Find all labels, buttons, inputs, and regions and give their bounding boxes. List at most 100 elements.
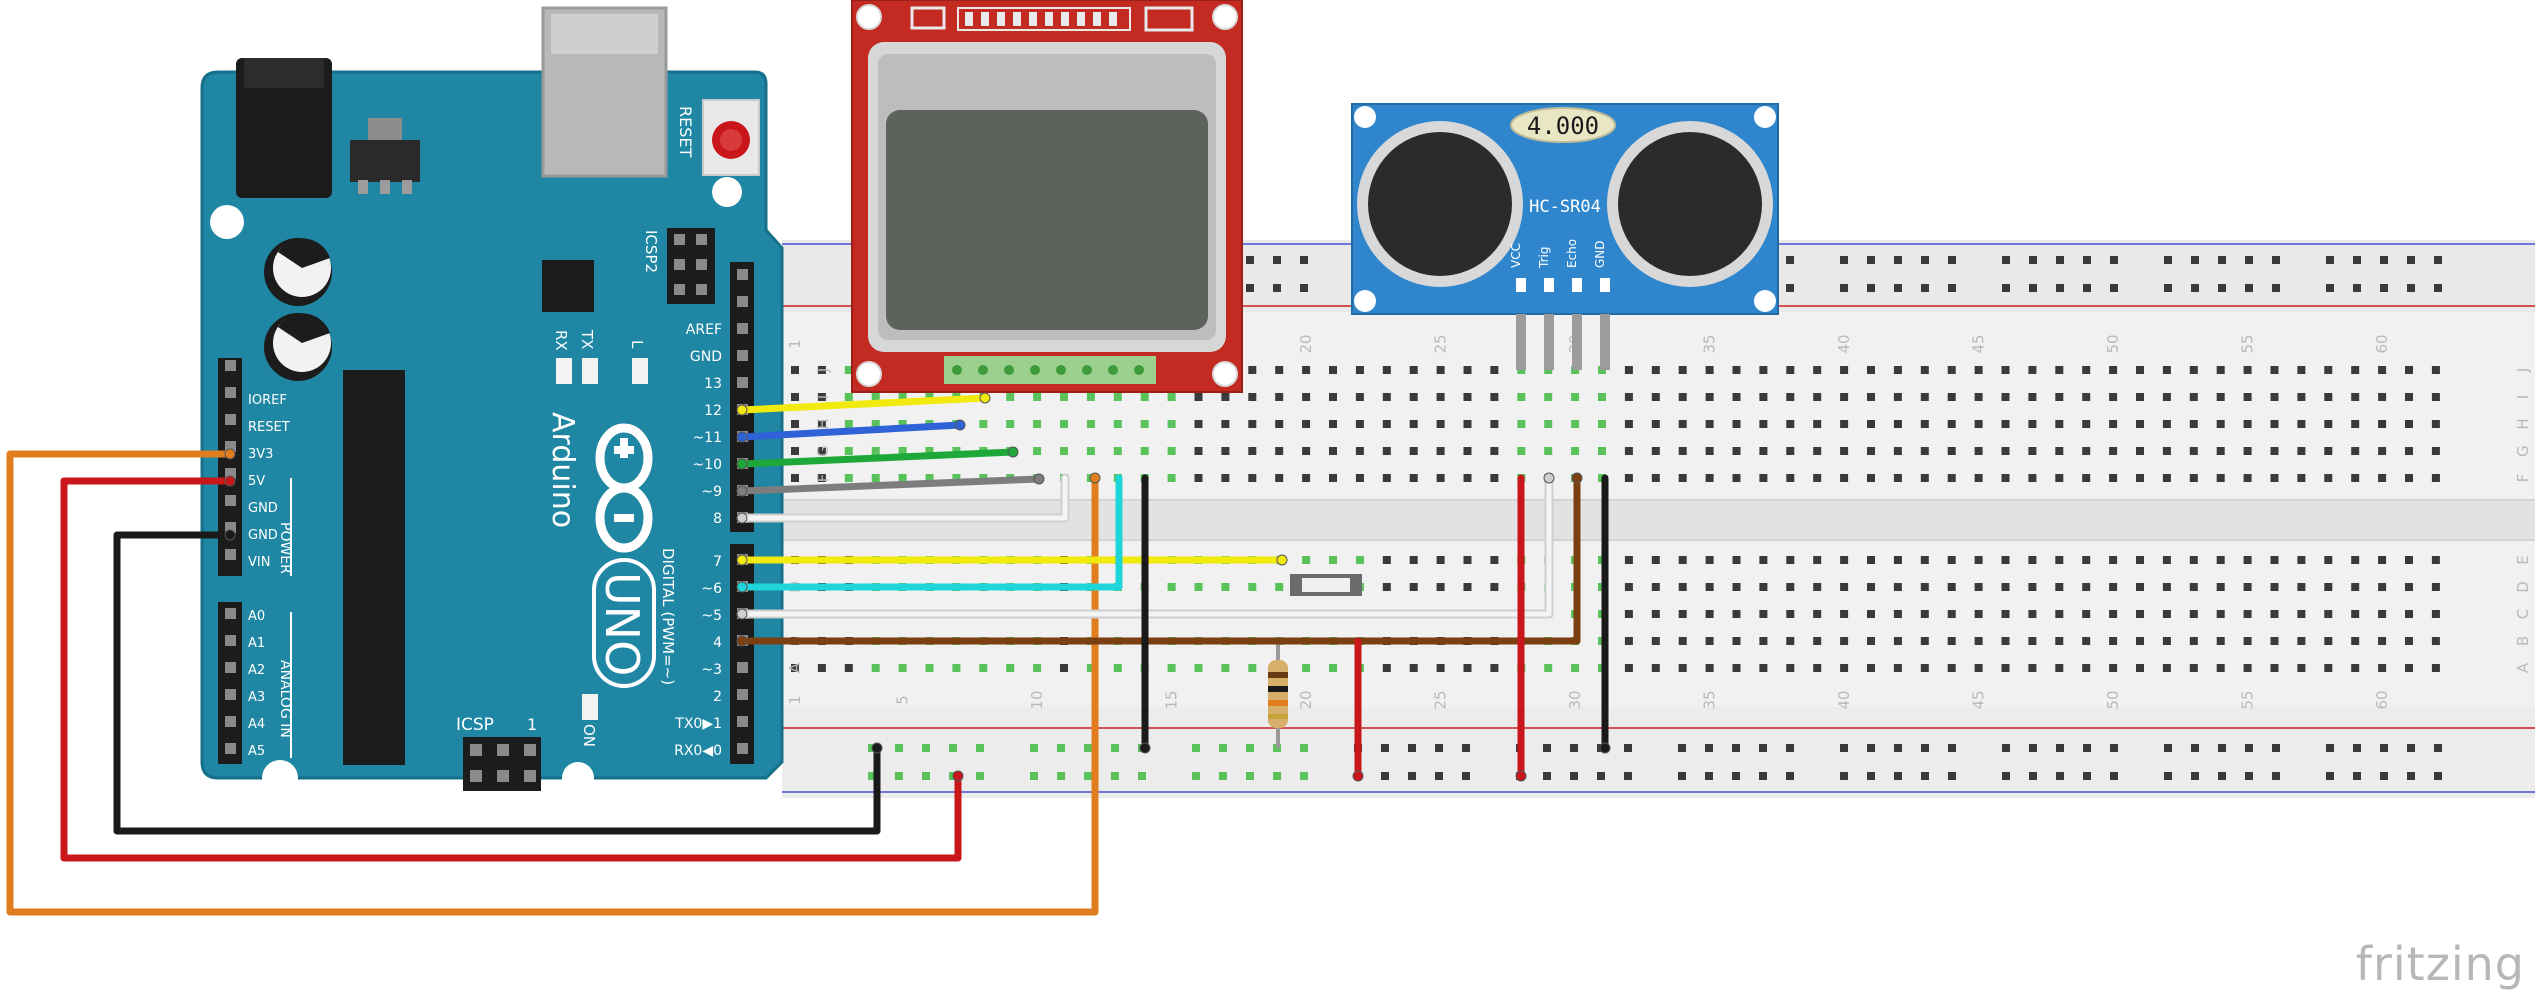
breadboard-hole xyxy=(2001,583,2010,591)
breadboard-hole xyxy=(1544,447,1553,455)
breadboard-hole xyxy=(844,420,853,428)
breadboard-hole xyxy=(1329,393,1337,401)
breadboard-hole xyxy=(1329,664,1337,672)
wire-endpoint xyxy=(1139,742,1151,754)
breadboard-hole xyxy=(1221,583,1230,591)
breadboard-hole xyxy=(1840,474,1849,482)
column-number: 45 xyxy=(1970,690,1988,709)
breadboard-hole xyxy=(1893,420,1902,428)
breadboard-hole xyxy=(2162,637,2171,645)
rail-hole xyxy=(1381,772,1389,780)
breadboard-hole xyxy=(1463,556,1472,564)
breadboard-hole xyxy=(2028,393,2037,401)
digital-pin-label: ~5 xyxy=(701,608,722,624)
breadboard-hole xyxy=(1732,366,1741,374)
breadboard-hole xyxy=(2001,393,2010,401)
breadboard-hole xyxy=(1544,664,1553,672)
breadboard-hole xyxy=(2082,556,2091,564)
breadboard-hole xyxy=(2324,420,2333,428)
wire-endpoint xyxy=(1515,770,1527,782)
breadboard-hole xyxy=(1248,393,1257,401)
row-letter: I xyxy=(2514,395,2532,399)
breadboard-hole xyxy=(1893,583,1902,591)
breadboard-hole xyxy=(2431,637,2440,645)
wire-endpoint xyxy=(1543,472,1555,484)
rail-hole xyxy=(2029,772,2037,780)
rail-hole xyxy=(2191,744,2199,752)
breadboard-hole xyxy=(1813,637,1822,645)
rail-hole xyxy=(2407,744,2415,752)
breadboard-hole xyxy=(1651,474,1660,482)
breadboard-hole xyxy=(2405,637,2413,645)
rail-hole xyxy=(2434,744,2442,752)
column-number: 45 xyxy=(1970,334,1988,353)
breadboard-hole xyxy=(1974,610,1983,618)
on-led xyxy=(582,694,598,720)
breadboard-hole xyxy=(1786,474,1795,482)
rail-hole xyxy=(2164,772,2172,780)
breadboard-hole xyxy=(2351,420,2360,428)
breadboard-hole xyxy=(2351,474,2360,482)
atmega-chip xyxy=(343,370,405,765)
breadboard-hole xyxy=(1221,447,1230,455)
breadboard-hole xyxy=(844,393,853,401)
breadboard-hole xyxy=(1113,664,1122,672)
breadboard-hole xyxy=(1732,556,1741,564)
breadboard-hole xyxy=(2378,366,2387,374)
power-pin-label: VIN xyxy=(248,555,270,570)
row-letter: J xyxy=(2514,368,2532,373)
rail-hole xyxy=(1030,772,1038,780)
breadboard-hole xyxy=(2082,664,2091,672)
breadboard-hole xyxy=(2028,556,2037,564)
reset-button[interactable] xyxy=(702,99,760,176)
breadboard-hole xyxy=(1893,637,1902,645)
breadboard-hole xyxy=(1221,393,1230,401)
breadboard-hole xyxy=(1248,474,1257,482)
breadboard-hole xyxy=(1813,583,1822,591)
rail-hole xyxy=(1570,772,1578,780)
breadboard-hole xyxy=(2243,474,2252,482)
rail-hole xyxy=(1273,256,1281,264)
breadboard-hole xyxy=(2136,556,2144,564)
rail-hole xyxy=(2326,744,2334,752)
on-label: ON xyxy=(580,724,598,747)
breadboard-hole xyxy=(1759,556,1768,564)
breadboard-hole xyxy=(2162,610,2171,618)
digital-header-low xyxy=(730,544,754,764)
rail-hole xyxy=(1705,772,1713,780)
breadboard-hole xyxy=(2378,583,2387,591)
tx-label: TX xyxy=(578,329,596,349)
sensor-pin-label: VCC xyxy=(1509,243,1523,268)
power-section-label: POWER xyxy=(277,522,293,574)
row-letter: A xyxy=(786,662,804,673)
breadboard-hole xyxy=(1060,664,1068,672)
analog-pin-label: A0 xyxy=(248,609,265,624)
rail-hole xyxy=(2272,744,2280,752)
breadboard-hole xyxy=(1221,420,1230,428)
breadboard-hole xyxy=(1463,420,1472,428)
breadboard-hole xyxy=(1490,420,1499,428)
breadboard-hole xyxy=(1840,583,1849,591)
breadboard-hole xyxy=(1786,637,1795,645)
rail-hole xyxy=(1057,744,1065,752)
breadboard-hole xyxy=(898,664,907,672)
breadboard-hole xyxy=(1786,447,1795,455)
breadboard-hole xyxy=(2297,610,2306,618)
breadboard-hole xyxy=(2082,610,2091,618)
breadboard-hole xyxy=(1920,583,1929,591)
breadboard-hole xyxy=(1382,664,1391,672)
breadboard-hole xyxy=(1275,420,1284,428)
rail-hole xyxy=(2056,772,2064,780)
breadboard-hole xyxy=(1867,610,1875,618)
breadboard-hole xyxy=(1893,664,1902,672)
breadboard-hole xyxy=(2324,637,2333,645)
rail-hole xyxy=(2164,284,2172,292)
breadboard-hole xyxy=(1436,393,1445,401)
digital-pin-label: RX0◀0 xyxy=(674,743,722,759)
breadboard-hole xyxy=(2351,366,2360,374)
push-button[interactable] xyxy=(1290,574,1362,596)
rail-hole xyxy=(1219,744,1227,752)
breadboard-hole xyxy=(2243,637,2252,645)
breadboard-hole xyxy=(1813,447,1822,455)
digital-pin-label: AREF xyxy=(686,322,722,338)
